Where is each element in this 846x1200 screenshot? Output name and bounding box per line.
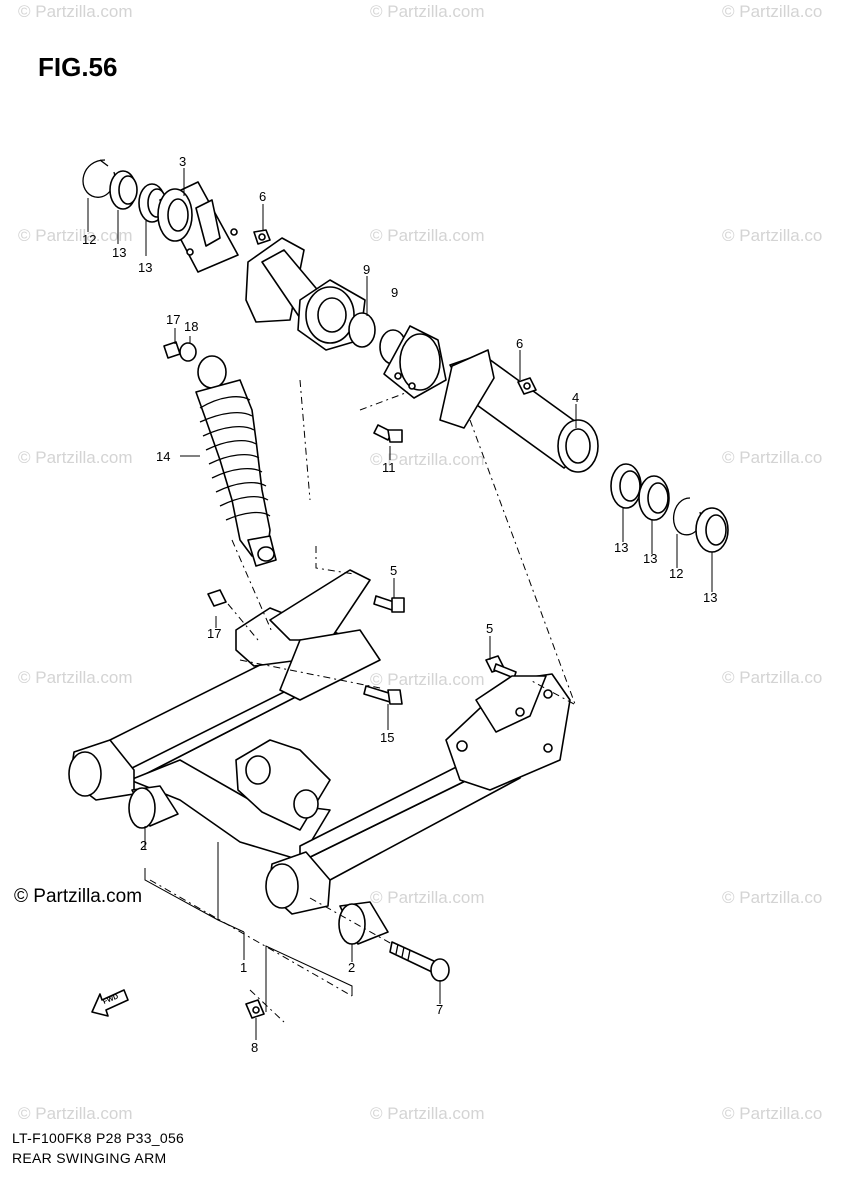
callout-13: 13 <box>643 551 657 566</box>
callout-5: 5 <box>390 563 397 578</box>
watermark: © Partzilla.co <box>722 668 823 687</box>
callout-13: 13 <box>703 590 717 605</box>
callout-6: 6 <box>259 189 266 204</box>
watermark: © Partzilla.com <box>370 888 485 907</box>
assembly-line <box>315 546 355 575</box>
fwd-arrow-icon: FWD <box>91 989 129 1017</box>
assembly-line <box>227 603 259 641</box>
callout-12: 12 <box>82 232 96 247</box>
watermark: © Partzilla.com <box>370 2 485 21</box>
watermark: © Partzilla.co <box>722 2 823 21</box>
callout-12: 12 <box>669 566 683 581</box>
bolt-15 <box>363 685 403 705</box>
callout-18: 18 <box>184 319 198 334</box>
callout-9: 9 <box>363 262 370 277</box>
axle-housing-tube <box>439 349 599 473</box>
callout-1: 1 <box>240 960 247 975</box>
callout-7: 7 <box>436 1002 443 1017</box>
bush-left <box>128 785 179 829</box>
callout-13: 13 <box>614 540 628 555</box>
watermark: © Partzilla.com <box>18 226 133 245</box>
assembly-line <box>239 659 381 689</box>
figure-code: LT-F100FK8 P28 P33_056 <box>12 1130 185 1146</box>
figure-name: REAR SWINGING ARM <box>12 1150 167 1166</box>
callout-13: 13 <box>138 260 152 275</box>
watermark: © Partzilla.com <box>370 1104 485 1123</box>
callout-17: 17 <box>207 626 221 641</box>
watermark: © Partzilla.co <box>722 1104 823 1123</box>
callout-15: 15 <box>380 730 394 745</box>
bearing-left-outer <box>109 170 138 210</box>
bearing-right-outer <box>610 463 642 509</box>
nut-17-lower <box>207 589 227 607</box>
watermark: © Partzilla.com <box>370 670 485 689</box>
bearing-case-left <box>157 181 239 273</box>
figure-title: FIG.56 <box>38 52 118 82</box>
bolt-11 <box>373 424 403 443</box>
washer-18 <box>179 342 197 362</box>
rear-swinging-arm <box>68 569 571 915</box>
callout-14: 14 <box>156 449 170 464</box>
watermark: © Partzilla.com <box>18 2 133 21</box>
nut-17-top <box>163 341 181 359</box>
watermark: © Partzilla.com <box>18 448 133 467</box>
callout-17: 17 <box>166 312 180 327</box>
nut-6-right <box>517 377 537 395</box>
watermark: © Partzilla.com <box>18 1104 133 1123</box>
assembly-line <box>359 391 409 411</box>
bearing-right-inner <box>638 475 670 521</box>
watermark: © Partzilla.com <box>18 668 133 687</box>
assembly-line <box>299 379 311 501</box>
callout-11: 11 <box>382 460 396 475</box>
callout-5: 5 <box>486 621 493 636</box>
callout-13: 13 <box>112 245 126 260</box>
watermark: © Partzilla.co <box>722 888 823 907</box>
callout-3: 3 <box>179 154 186 169</box>
o-ring-left <box>348 312 376 348</box>
assembly-line <box>149 879 353 997</box>
seal-right <box>695 507 729 553</box>
partzilla-watermark: © Partzilla.com <box>14 886 143 907</box>
callout-9: 9 <box>391 285 398 300</box>
callout-6: 6 <box>516 336 523 351</box>
watermark: © Partzilla.com <box>370 226 485 245</box>
pivot-nut <box>245 999 265 1019</box>
assembly-line <box>249 989 285 1023</box>
pivot-bolt <box>389 941 450 982</box>
rear-shock-absorber <box>195 355 277 567</box>
watermark: © Partzilla.co <box>722 226 823 245</box>
nut-6-upper <box>253 229 271 245</box>
watermark: © Partzilla.co <box>722 448 823 467</box>
bush-right <box>338 901 389 945</box>
axle-housing-flange-right <box>383 325 447 399</box>
callout-2: 2 <box>140 838 147 853</box>
callout-8: 8 <box>251 1040 258 1055</box>
callout-2: 2 <box>348 960 355 975</box>
axle-housing-hub <box>297 279 366 351</box>
bolt-5-mount <box>373 595 405 613</box>
watermark: © Partzilla.com <box>370 450 485 469</box>
callout-4: 4 <box>572 390 579 405</box>
